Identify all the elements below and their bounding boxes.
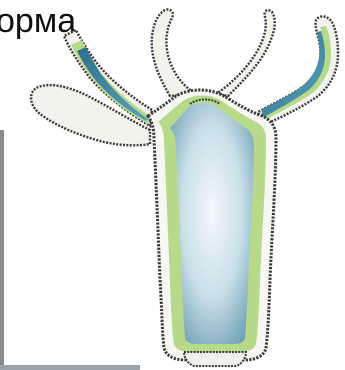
basal-disc: [184, 352, 246, 366]
hydra-body-column: [148, 90, 276, 360]
lower-left-tentacle: [31, 85, 150, 145]
upper-right-tentacle: [216, 10, 275, 96]
upper-left-tentacle: [152, 9, 196, 96]
